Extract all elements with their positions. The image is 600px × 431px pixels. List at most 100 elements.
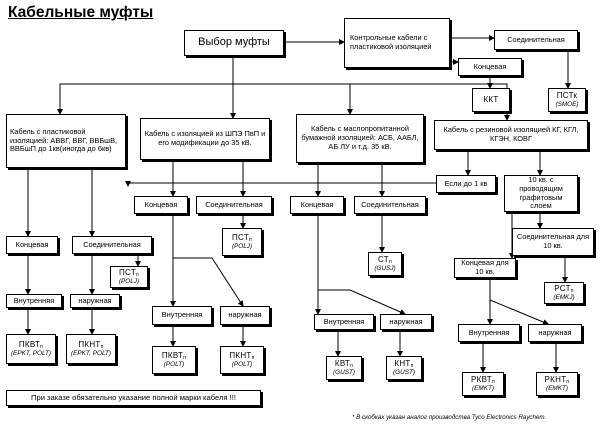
pknt-b-sub: п [251, 355, 255, 362]
plastic-soed-label: Соединительная [83, 239, 141, 249]
plastic-soed-node: Соединительная [72, 236, 152, 254]
plastic-control-node: Контрольные кабели с пластиковой изоляци… [344, 18, 450, 68]
pst-a-label: ПСТ [118, 268, 137, 278]
rst-note: (EMKJ) [553, 293, 575, 301]
category-rubber-node: Кабель с резиновой изоляцией КГ, КГЛ, КГ… [434, 120, 588, 150]
pkvt-a-sub: п [40, 344, 44, 351]
pknt-b-note: (POLT) [231, 360, 253, 368]
footnote: * В скобках указан аналог производства T… [352, 414, 547, 421]
rubber-soed-10-node: Соединительная для 10 кв. [512, 228, 594, 256]
plastic-vnutr-node: Внутренняя [6, 294, 62, 308]
paper-konc-node: Концевая [290, 196, 344, 214]
rknt-code: РКНТп (EMKT) [536, 372, 578, 396]
kkt-code: ККТ [472, 88, 510, 112]
pst-a-note: (POLJ) [118, 277, 140, 285]
rkvt-code: РКВТп (EMKT) [462, 372, 504, 396]
shpe-vnutr-node: Внутренняя [152, 306, 212, 325]
category-paper-node: Кабель с маслопропитанной бумажной изоля… [296, 114, 424, 163]
pst-b-label: ПСТ [231, 233, 250, 243]
pknt-a-code: ПКНТп (EPKT, POLT) [66, 334, 116, 364]
rst-label: РСТ [554, 284, 571, 294]
category-rubber-label: Кабель с резиновой изоляцией КГ, КГЛ, КГ… [443, 125, 579, 143]
plastic-naruzh-label: наружная [78, 295, 112, 305]
diagram-title: Кабельные муфты [8, 4, 154, 21]
pknt-b-code: ПКНТп (POLT) [220, 346, 264, 374]
plastic-vnutr-label: Внутренняя [13, 295, 55, 305]
shpe-naruzh-node: наружная [220, 306, 270, 325]
category-shpe-label: Кабель с изоляцией из ШПЭ ПвП и его моди… [144, 129, 266, 147]
order-note-box: При заказе обязательно указание полной м… [6, 390, 261, 406]
kvt-note: (GUST) [332, 368, 355, 376]
st-code: СТп (GUSJ) [368, 252, 402, 276]
pknt-a-label: ПКНТ [78, 340, 101, 350]
rknt-note: (EMKT) [545, 384, 568, 392]
rubber-naruzh-label: наружная [538, 327, 572, 337]
pst-b-sub: п [249, 237, 253, 244]
knt-sub: п [410, 363, 414, 370]
pkvt-b-code: ПКВТп (POLT) [152, 346, 196, 374]
rst-code: РСТп (EMKJ) [544, 282, 584, 304]
category-plastic-node: Кабель с пластиковой изоляцией: АВВГ, ВВ… [6, 114, 126, 168]
plastic-control-label: Контрольные кабели с пластиковой изоляци… [350, 33, 432, 51]
pst-b-note: (POLJ) [231, 242, 253, 250]
knt-code: КНТп (GUST) [386, 356, 422, 380]
shpe-vnutr-label: Внутренняя [161, 310, 203, 320]
pkvt-a-note: (EPKT, POLT) [10, 349, 52, 357]
rubber-10kv-label: 10 кв. с проводящим графитовым слоем [519, 174, 563, 211]
category-paper-label: Кабель с маслопропитанной бумажной изоля… [301, 124, 419, 151]
rubber-naruzh-node: наружная [528, 324, 582, 342]
paper-vnutr-node: Внутренняя [314, 314, 374, 330]
pstk-note: (SMOE) [555, 100, 579, 108]
rubber-soed-10-label: Соединительная для 10 кв. [516, 232, 590, 250]
top-soed-label: Соединительная [507, 34, 565, 44]
main-node-select: Выбор муфты [184, 30, 284, 56]
paper-naruzh-label: наружная [389, 316, 423, 326]
kkt-label: ККТ [483, 95, 499, 105]
rubber-10kv-node: 10 кв. с проводящим графитовым слоем [504, 175, 578, 212]
plastic-konc-node: Концевая [6, 236, 58, 254]
pst-b-code: ПСТп (POLJ) [222, 228, 262, 256]
rubber-vnutr-label: Внутренняя [468, 327, 510, 337]
rknt-label: РКНТ [544, 375, 567, 385]
pkvt-a-code: ПКВТп (EPKT, POLT) [6, 334, 56, 364]
knt-label: КНТ [394, 359, 411, 369]
pstk-label: ПСТк [556, 91, 578, 101]
pkvt-a-label: ПКВТ [18, 340, 41, 350]
paper-vnutr-label: Внутренняя [323, 316, 365, 326]
rubber-low-voltage-label: Если до 1 кв [444, 178, 488, 188]
category-shpe-node: Кабель с изоляцией из ШПЭ ПвП и его моди… [140, 118, 270, 160]
pknt-a-note: (EPKT, POLT) [70, 349, 112, 357]
top-soed-node: Соединительная [494, 30, 578, 50]
paper-naruzh-node: наружная [380, 314, 432, 330]
rkvt-sub: п [491, 379, 495, 386]
top-konc-node: Концевая [458, 58, 522, 76]
rkvt-label: РКВТ [471, 375, 492, 385]
st-note: (GUSJ) [374, 264, 396, 272]
pkvt-b-label: ПКВТ [161, 351, 184, 361]
pst-a-sub: п [136, 272, 140, 279]
kvt-label: КВТ [334, 359, 351, 369]
plastic-naruzh-node: наружная [70, 294, 120, 308]
plastic-konc-label: Концевая [15, 239, 49, 249]
paper-konc-label: Концевая [300, 199, 334, 209]
rst-sub: п [570, 288, 574, 295]
paper-soed-node: Соединительная [354, 196, 426, 214]
top-konc-label: Концевая [473, 61, 507, 71]
rubber-low-voltage-node: Если до 1 кв [436, 175, 496, 193]
shpe-konc-label: Концевая [144, 199, 178, 209]
rknt-sub: п [566, 379, 570, 386]
rkvt-note: (EMKT) [471, 384, 494, 392]
pkvt-b-sub: п [183, 355, 187, 362]
kvt-code: КВТп (GUST) [326, 356, 362, 380]
rubber-konc-10-label: Концевая для 10 кв. [461, 258, 509, 276]
kvt-sub: п [350, 363, 354, 370]
rubber-vnutr-node: Внутренняя [458, 324, 520, 342]
knt-note: (GUST) [392, 368, 415, 376]
shpe-konc-node: Концевая [134, 196, 188, 214]
order-note-label: При заказе обязательно указание полной м… [31, 393, 236, 403]
pkvt-b-note: (POLT) [163, 360, 185, 368]
pst-a-code: ПСТп (POLJ) [110, 266, 148, 288]
pstk-code: ПСТк (SMOE) [548, 88, 586, 112]
main-label: Выбор муфты [198, 36, 270, 49]
